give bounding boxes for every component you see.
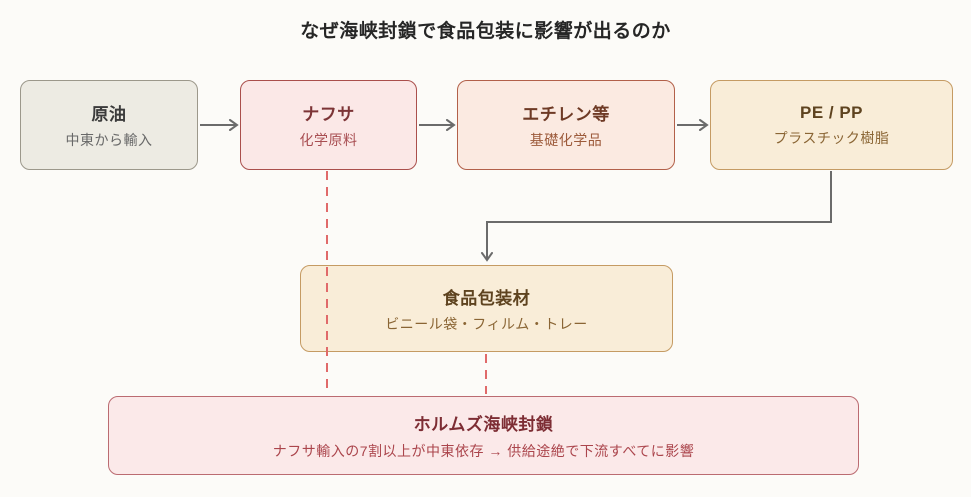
node-ethylene-sublabel: 基礎化学品 bbox=[529, 132, 603, 148]
node-naphtha-sublabel: 化学原料 bbox=[299, 132, 358, 148]
node-hormuz-blockade: ホルムズ海峡封鎖 ナフサ輸入の7割以上が中東依存 → 供給途絶で下流すべてに影響 bbox=[108, 396, 859, 475]
node-food-packaging-label: 食品包装材 bbox=[442, 288, 531, 308]
node-crude-oil-sublabel: 中東から輸入 bbox=[65, 132, 153, 148]
node-naphtha: ナフサ 化学原料 bbox=[240, 80, 417, 170]
node-hormuz-blockade-sublabel: ナフサ輸入の7割以上が中東依存 → 供給途絶で下流すべてに影響 bbox=[272, 443, 695, 459]
node-hormuz-blockade-label: ホルムズ海峡封鎖 bbox=[413, 415, 554, 434]
node-naphtha-label: ナフサ bbox=[302, 105, 355, 124]
node-ethylene: エチレン等 基礎化学品 bbox=[457, 80, 675, 170]
node-pe-pp-resin: PE / PP プラスチック樹脂 bbox=[710, 80, 953, 170]
node-pe-pp-resin-sublabel: プラスチック樹脂 bbox=[773, 129, 890, 146]
node-crude-oil-label: 原油 bbox=[91, 105, 127, 124]
node-food-packaging: 食品包装材 ビニール袋・フィルム・トレー bbox=[300, 265, 673, 352]
node-pe-pp-resin-label: PE / PP bbox=[799, 102, 864, 122]
node-crude-oil: 原油 中東から輸入 bbox=[20, 80, 198, 170]
node-food-packaging-sublabel: ビニール袋・フィルム・トレー bbox=[385, 315, 588, 332]
diagram-title: なぜ海峡封鎖で食品包装に影響が出るのか bbox=[300, 21, 671, 42]
arrow-pepp-to-packaging bbox=[481, 171, 832, 262]
node-ethylene-label: エチレン等 bbox=[522, 105, 610, 124]
